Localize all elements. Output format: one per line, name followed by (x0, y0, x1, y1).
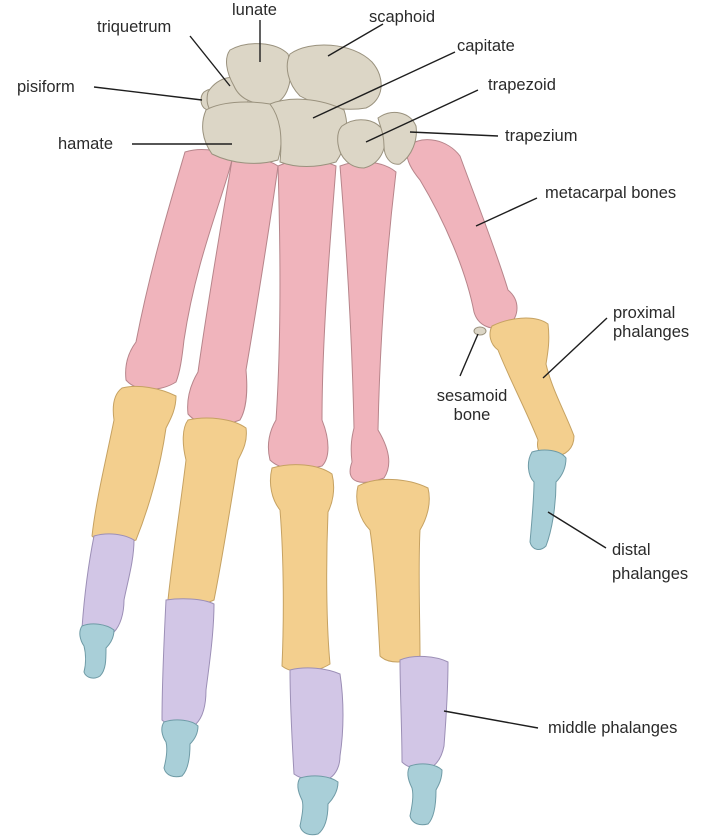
label-pisiform: pisiform (17, 78, 75, 96)
label-sesamoid-line2: bone (453, 406, 491, 424)
label-capitate: capitate (457, 37, 515, 55)
metacarpal-bones (125, 139, 518, 483)
label-proximal-phalanges-line1: proximal (613, 304, 676, 322)
proximal-phalanges (91, 317, 575, 673)
label-triquetrum: triquetrum (97, 18, 172, 36)
label-distal-phalanges-line2: phalanges (612, 565, 689, 583)
distal-phalanges (79, 449, 567, 836)
trapezium-bone (377, 111, 417, 165)
carpal-bones (200, 43, 417, 169)
leader-lines (93, 20, 608, 729)
label-sesamoid-line1: sesamoid (436, 387, 508, 405)
trapezoid-bone (337, 119, 386, 169)
sesamoid-bone (473, 326, 487, 336)
hamate-bone (202, 101, 282, 164)
label-middle-phalanges: middle phalanges (548, 719, 678, 737)
scaphoid-bone (286, 44, 382, 110)
label-trapezoid: trapezoid (488, 76, 556, 94)
label-scaphoid: scaphoid (369, 8, 436, 26)
label-lunate: lunate (232, 1, 277, 19)
label-hamate: hamate (58, 135, 114, 153)
label-metacarpal-bones: metacarpal bones (545, 184, 677, 202)
label-proximal-phalanges-line2: phalanges (613, 323, 690, 341)
middle-phalanges (81, 533, 449, 781)
label-trapezium: trapezium (505, 127, 578, 145)
capitate-bone (269, 98, 348, 167)
label-distal-phalanges-line1: distal (612, 541, 651, 559)
